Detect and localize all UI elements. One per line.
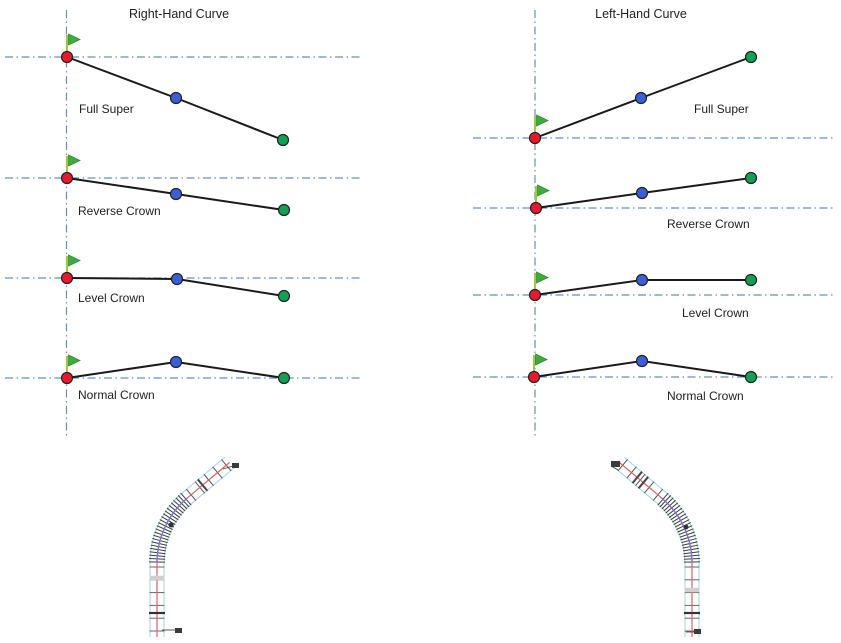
crown-point-dot (635, 186, 649, 200)
start-flag-icon (68, 354, 81, 367)
section-label-level-crown-left: Level Crown (682, 306, 749, 320)
start-flag-icon (68, 154, 81, 167)
start-flag-icon (68, 254, 81, 267)
start-flag-icon (537, 184, 550, 197)
edge-point-dot (276, 133, 290, 147)
road-centerline-curve-segment (156, 461, 230, 637)
pivot-point-dot (60, 371, 74, 385)
crown-point-dot (170, 272, 184, 286)
crown-point-dot (635, 354, 649, 368)
edge-point-dot (277, 371, 291, 385)
start-flag-icon (536, 114, 549, 127)
section-label-reverse-crown-left: Reverse Crown (667, 217, 750, 231)
pivot-point-dot (527, 370, 541, 384)
start-flag-icon (68, 33, 81, 46)
column-title-left-hand-curve: Left-Hand Curve (595, 7, 687, 21)
edge-point-dot (744, 273, 758, 287)
station-label-mark (611, 461, 620, 467)
station-tick (637, 476, 649, 489)
start-flag-icon (535, 353, 548, 366)
station-label-mark (175, 628, 182, 633)
crown-point-dot (635, 273, 649, 287)
crown-point-dot (169, 187, 183, 201)
station-label-mark (232, 463, 239, 468)
pivot-point-dot (528, 131, 542, 145)
pivot-point-dot (529, 201, 543, 215)
station-tick (631, 471, 643, 484)
column-title-right-hand-curve: Right-Hand Curve (128, 7, 230, 21)
edge-point-dot (277, 203, 291, 217)
crown-point-dot (634, 91, 648, 105)
station-point-marker (168, 522, 174, 528)
pivot-point-dot (60, 50, 74, 64)
pivot-point-dot (60, 271, 74, 285)
road-band-fill (150, 457, 234, 637)
road-band-fill (615, 457, 699, 637)
station-leader-line (222, 465, 234, 470)
section-label-full-super-right: Full Super (79, 102, 134, 116)
section-label-level-crown-right: Level Crown (78, 291, 145, 305)
edge-point-dot (744, 370, 758, 384)
start-flag-icon (536, 271, 549, 284)
section-label-full-super-left: Full Super (694, 102, 749, 116)
station-point-marker (683, 524, 689, 530)
edge-point-dot (744, 171, 758, 185)
pivot-point-dot (60, 171, 74, 185)
section-label-normal-crown-right: Normal Crown (78, 388, 155, 402)
section-label-reverse-crown-right: Reverse Crown (78, 204, 161, 218)
section-label-normal-crown-left: Normal Crown (667, 389, 744, 403)
edge-point-dot (277, 289, 291, 303)
station-label-mark (694, 629, 701, 634)
crown-point-dot (169, 91, 183, 105)
pivot-point-dot (528, 288, 542, 302)
crown-point-dot (169, 355, 183, 369)
edge-point-dot (744, 50, 758, 64)
station-tick (196, 478, 209, 492)
